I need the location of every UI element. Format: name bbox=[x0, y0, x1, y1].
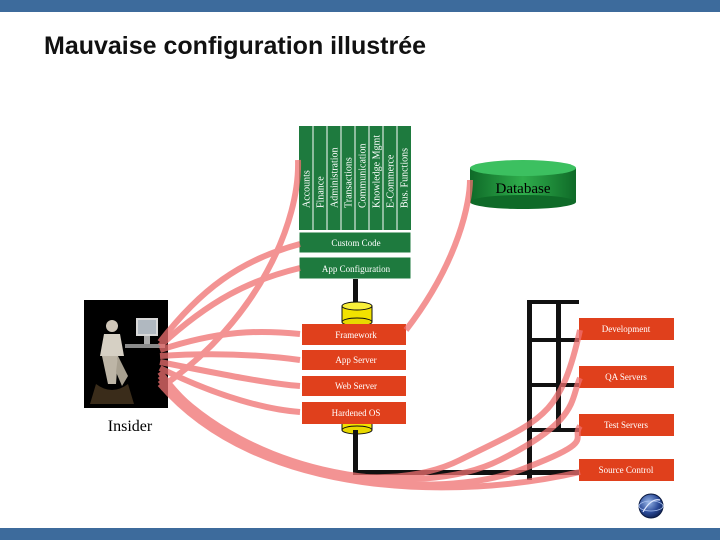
stack-connector bbox=[353, 279, 358, 309]
database-label: Database bbox=[496, 181, 551, 197]
insider-label: Insider bbox=[108, 418, 153, 435]
development-box bbox=[579, 318, 674, 340]
module-label: Bus. Functions bbox=[400, 148, 411, 208]
module-label: E-Commerce bbox=[386, 154, 397, 208]
module-label: Administration bbox=[330, 147, 341, 208]
framework-box bbox=[302, 324, 406, 345]
arrow-to-source-control bbox=[157, 382, 581, 491]
development-label: Development bbox=[602, 324, 651, 334]
database-cylinder bbox=[470, 160, 576, 209]
qa-servers-box bbox=[579, 366, 674, 388]
arrow-to-database bbox=[403, 179, 473, 332]
arrow-to-web-server bbox=[159, 359, 301, 389]
arrow-to-framework bbox=[159, 328, 301, 353]
attack-arrows bbox=[157, 159, 583, 491]
module-label: Communication bbox=[358, 144, 369, 208]
hardened-os-box bbox=[302, 402, 406, 424]
arrow-to-test-servers bbox=[157, 377, 583, 488]
arrow-to-hardened-os bbox=[158, 365, 301, 415]
module-label: Knowledge Mgmt bbox=[372, 135, 383, 208]
page-title: Mauvaise configuration illustrée bbox=[44, 32, 427, 60]
module-label: Finance bbox=[316, 176, 327, 208]
globe-logo-icon bbox=[638, 493, 664, 519]
app-server-box bbox=[302, 350, 406, 370]
web-server-box bbox=[302, 376, 406, 396]
top-accent-bar bbox=[0, 0, 720, 12]
hardened-os-label: Hardened OS bbox=[332, 408, 381, 418]
test-servers-box bbox=[579, 414, 674, 436]
source-control-label: Source Control bbox=[599, 465, 654, 475]
web-server-label: Web Server bbox=[335, 381, 377, 391]
arrow-to-app-configuration bbox=[157, 265, 301, 349]
insider-at-computer-icon bbox=[84, 300, 168, 408]
arrow-to-app-server bbox=[159, 351, 301, 363]
cylinder-top bbox=[341, 301, 373, 327]
source-control-box bbox=[579, 459, 674, 481]
test-servers-label: Test Servers bbox=[604, 420, 649, 430]
custom-code-label: Custom Code bbox=[331, 238, 380, 248]
module-label: Accounts bbox=[302, 170, 313, 208]
app-server-label: App Server bbox=[335, 355, 376, 365]
framework-label: Framework bbox=[335, 330, 377, 340]
arrow-to-modules bbox=[158, 159, 302, 391]
bottom-accent-bar bbox=[0, 528, 720, 540]
qa-servers-label: QA Servers bbox=[605, 372, 647, 382]
module-label: Transactions bbox=[344, 157, 355, 208]
app-configuration-label: App Configuration bbox=[322, 264, 391, 274]
